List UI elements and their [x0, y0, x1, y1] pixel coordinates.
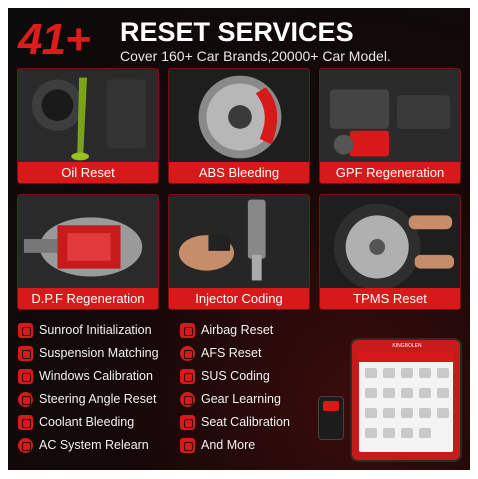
tile-label: ABS Bleeding [169, 162, 309, 183]
wheel-icon [320, 195, 460, 291]
more-icon [180, 437, 195, 453]
gear-icon [180, 391, 195, 407]
banner: 41+ RESET SERVICES Cover 160+ Car Brands… [8, 8, 470, 470]
headlight-icon [180, 345, 195, 361]
tile-abs-bleeding: ABS Bleeding [168, 68, 310, 184]
tile-oil-reset: Oil Reset [17, 68, 159, 184]
feature-seat: Seat Calibration [180, 412, 290, 432]
filter-icon [18, 195, 158, 291]
sus-icon [180, 368, 195, 384]
page-title: RESET SERVICES [120, 17, 354, 47]
airbag-icon [180, 322, 195, 338]
tile-gpf-regeneration: GPF Regeneration [319, 68, 461, 184]
ac-icon [18, 437, 33, 453]
tile-label: D.P.F Regeneration [18, 288, 158, 309]
tile-dpf-regeneration: D.P.F Regeneration [17, 194, 159, 310]
tile-injector-coding: Injector Coding [168, 194, 310, 310]
tile-label: TPMS Reset [320, 288, 460, 309]
suspension-icon [18, 345, 33, 361]
window-icon [18, 368, 33, 384]
tile-label: GPF Regeneration [320, 162, 460, 183]
brake-disc-icon [169, 69, 309, 165]
oil-icon [18, 69, 158, 165]
feature-sunroof: Sunroof Initialization [18, 320, 152, 340]
feature-ac: AC System Relearn [18, 435, 149, 455]
feature-more: And More [180, 435, 255, 455]
app-grid-icon [359, 352, 453, 438]
injector-icon [169, 195, 309, 291]
sunroof-icon [18, 322, 33, 338]
device-brand: KINGBOLEN [392, 343, 422, 349]
feature-steering: Steering Angle Reset [18, 389, 156, 409]
feature-sus: SUS Coding [180, 366, 270, 386]
feature-coolant: Coolant Bleeding [18, 412, 134, 432]
feature-gear: Gear Learning [180, 389, 281, 409]
engine-icon [320, 69, 460, 165]
steering-wheel-icon [18, 391, 33, 407]
tile-tpms-reset: TPMS Reset [319, 194, 461, 310]
feature-airbag: Airbag Reset [180, 320, 273, 340]
obd-dongle [318, 396, 344, 440]
feature-windows: Windows Calibration [18, 366, 153, 386]
service-count: 41+ [18, 15, 91, 64]
device-screen [359, 352, 453, 452]
scanner-tablet: KINGBOLEN [350, 338, 462, 462]
tile-label: Oil Reset [18, 162, 158, 183]
feature-suspension: Suspension Matching [18, 343, 159, 363]
feature-afs: AFS Reset [180, 343, 261, 363]
seat-icon [180, 414, 195, 430]
coolant-icon [18, 414, 33, 430]
page-subtitle: Cover 160+ Car Brands,20000+ Car Model. [120, 48, 391, 64]
tile-label: Injector Coding [169, 288, 309, 309]
